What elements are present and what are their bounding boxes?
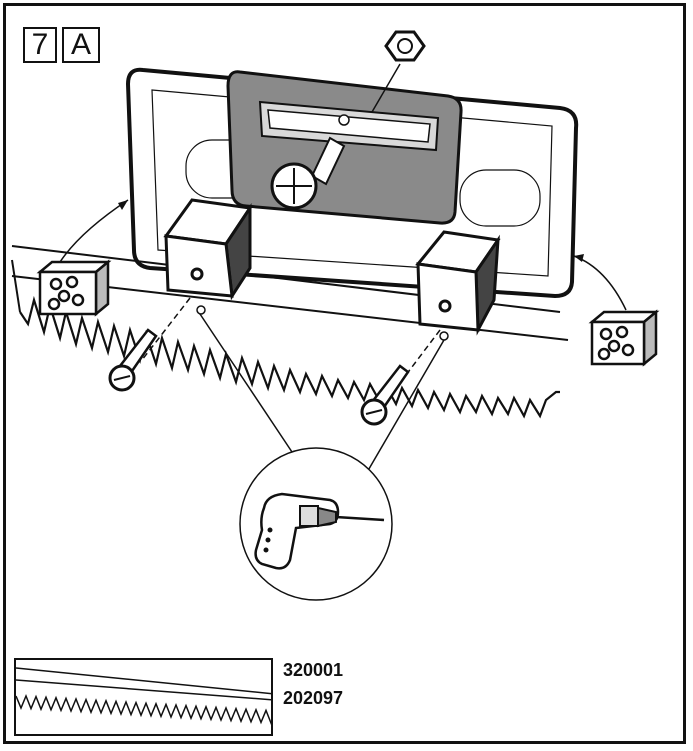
spacer-block-icon-right (588, 309, 660, 367)
parts-legend-box (14, 658, 273, 736)
right-support-block (415, 230, 501, 336)
step-number: 7 (23, 27, 57, 63)
gear-part-code: 202097 (283, 688, 344, 708)
nut-icon (371, 30, 426, 113)
instruction-frame (3, 3, 686, 744)
spacer-block-icon (36, 259, 112, 317)
screw-icon-right (360, 329, 441, 426)
step-letter: A (62, 27, 100, 63)
screw-icon (108, 297, 191, 392)
rack-part-code: 320001 (283, 660, 344, 680)
drill-icon (239, 447, 393, 601)
mounting-bracket (226, 70, 463, 225)
rack-legend-illustration (16, 667, 271, 725)
gear-rack (19, 295, 560, 419)
left-support-block (163, 198, 253, 301)
